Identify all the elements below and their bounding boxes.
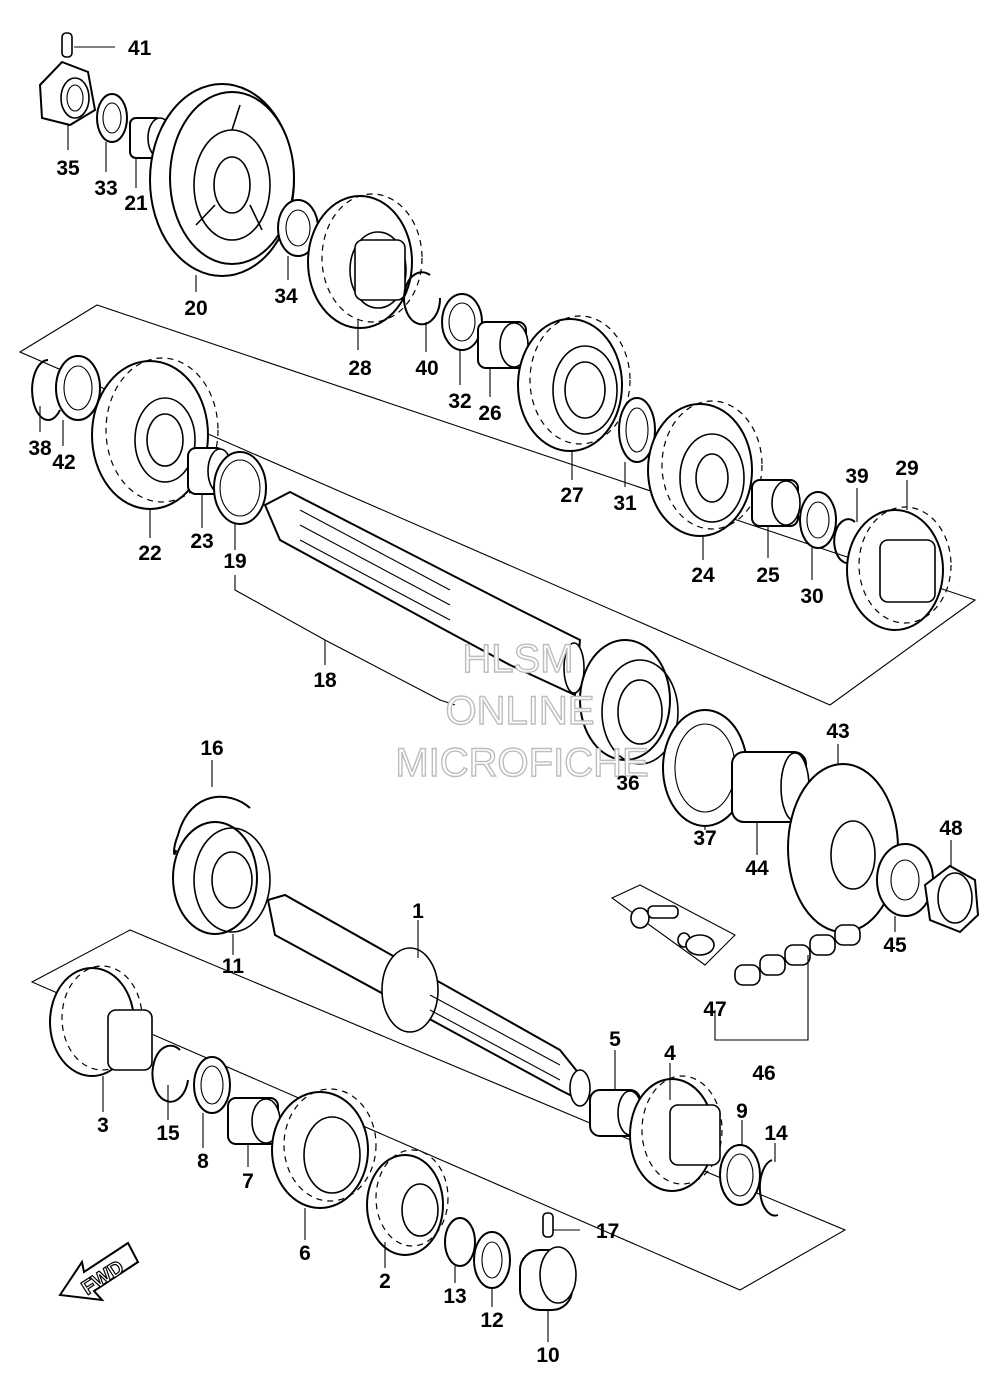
part-20-gear bbox=[149, 83, 295, 277]
part-label: 22 bbox=[138, 542, 161, 565]
part-14-circlip bbox=[758, 1159, 779, 1217]
part-42-washer bbox=[55, 355, 101, 421]
part-label: 46 bbox=[752, 1062, 775, 1085]
part-label: 8 bbox=[197, 1150, 209, 1173]
part-9-washer bbox=[719, 1144, 761, 1206]
part-label: 13 bbox=[443, 1285, 466, 1308]
part-label: 9 bbox=[736, 1100, 748, 1123]
part-label: 30 bbox=[800, 585, 823, 608]
part-label: 44 bbox=[745, 857, 769, 880]
part-34-washer bbox=[277, 199, 319, 257]
part-label: 45 bbox=[883, 934, 907, 957]
part-28-gear bbox=[307, 193, 423, 329]
part-label: 33 bbox=[94, 177, 117, 200]
part-label: 40 bbox=[415, 357, 438, 380]
part-label: 14 bbox=[764, 1122, 788, 1145]
part-24-gear bbox=[647, 400, 763, 537]
part-label: 34 bbox=[274, 285, 298, 308]
part-label: 18 bbox=[313, 669, 337, 692]
part-36-ball-bearing bbox=[579, 639, 679, 765]
part-label: 25 bbox=[756, 564, 780, 587]
part-label: 38 bbox=[28, 437, 52, 460]
part-47-chain-joint bbox=[610, 884, 736, 966]
part-41-pin bbox=[61, 32, 73, 58]
part-48-nut bbox=[923, 864, 980, 934]
watermark-line-2: ONLINE bbox=[446, 689, 595, 733]
part-1-mainshaft bbox=[266, 893, 591, 1107]
part-17-pin bbox=[542, 1212, 554, 1238]
leader-lines bbox=[39, 46, 952, 1342]
part-43-sprocket bbox=[787, 763, 899, 933]
part-11-ball-bearing bbox=[172, 821, 271, 935]
part-45-washer bbox=[876, 843, 934, 917]
part-label: 47 bbox=[703, 998, 726, 1021]
part-label: 11 bbox=[222, 955, 245, 978]
part-3-gear bbox=[49, 965, 153, 1077]
part-46-drive-chain bbox=[714, 924, 861, 1041]
part-13-circlip bbox=[444, 1217, 476, 1267]
watermark: HLSM ONLINE MICROFICHE bbox=[395, 636, 650, 785]
part-19-washer bbox=[213, 451, 267, 525]
part-29-gear bbox=[846, 506, 952, 631]
part-4-gear bbox=[629, 1075, 723, 1192]
part-label: 29 bbox=[895, 457, 918, 480]
part-label: 42 bbox=[52, 451, 75, 474]
part-6-gear bbox=[271, 1088, 377, 1209]
part-label: 1 bbox=[412, 900, 424, 923]
part-label: 36 bbox=[616, 772, 639, 795]
part-label: 24 bbox=[691, 564, 715, 587]
part-label: 48 bbox=[939, 817, 963, 840]
part-label: 4 bbox=[664, 1042, 676, 1065]
part-27-gear bbox=[517, 315, 631, 452]
watermark-line-1: HLSM bbox=[462, 637, 573, 681]
part-label: 2 bbox=[379, 1270, 391, 1293]
part-30-washer bbox=[799, 491, 837, 549]
upper-shaft-outline bbox=[18, 304, 977, 706]
part-label: 35 bbox=[56, 157, 80, 180]
part-label: 7 bbox=[242, 1170, 254, 1193]
fwd-arrow-icon: FWD bbox=[58, 1241, 140, 1302]
part-label: 27 bbox=[560, 484, 583, 507]
part-label: 17 bbox=[596, 1220, 619, 1243]
part-8-washer bbox=[193, 1056, 231, 1114]
part-18-countershaft bbox=[263, 490, 585, 697]
part-label: 16 bbox=[200, 737, 223, 760]
part-40-circlip bbox=[403, 271, 442, 326]
part-label: 12 bbox=[480, 1309, 503, 1332]
part-label: 10 bbox=[536, 1344, 559, 1367]
part-label: 43 bbox=[826, 720, 849, 743]
part-label: 32 bbox=[448, 390, 471, 413]
part-38-circlip bbox=[31, 359, 61, 421]
part-32-washer bbox=[441, 293, 483, 351]
part-22-gear bbox=[91, 357, 219, 510]
part-labels: 41 35 33 21 20 34 28 40 32 26 27 31 24 2… bbox=[28, 37, 963, 1367]
part-label: 31 bbox=[613, 492, 637, 515]
part-33-washer bbox=[96, 93, 128, 143]
part-label: 28 bbox=[348, 357, 372, 380]
part-12-washer bbox=[473, 1231, 511, 1289]
part-31-washer bbox=[618, 397, 656, 463]
part-2-gear bbox=[366, 1149, 449, 1256]
part-label: 19 bbox=[223, 550, 246, 573]
part-35-collar bbox=[38, 60, 97, 127]
part-label: 5 bbox=[609, 1028, 621, 1051]
part-25-needle-bearing bbox=[751, 479, 801, 527]
part-label: 3 bbox=[97, 1114, 109, 1137]
part-15-circlip bbox=[151, 1044, 189, 1103]
watermark-line-3: MICROFICHE bbox=[395, 741, 648, 785]
part-16-circlip bbox=[173, 795, 251, 855]
part-10-collar bbox=[519, 1246, 577, 1311]
part-label: 37 bbox=[693, 827, 716, 850]
part-label: 21 bbox=[124, 192, 148, 215]
part-label: 23 bbox=[190, 530, 213, 553]
part-label: 41 bbox=[128, 37, 152, 60]
part-label: 6 bbox=[299, 1242, 311, 1265]
part-label: 26 bbox=[478, 402, 501, 425]
part-label: 39 bbox=[845, 465, 868, 488]
lower-shaft-outline bbox=[30, 929, 847, 1291]
part-label: 20 bbox=[184, 297, 207, 320]
part-label: 15 bbox=[156, 1122, 180, 1145]
